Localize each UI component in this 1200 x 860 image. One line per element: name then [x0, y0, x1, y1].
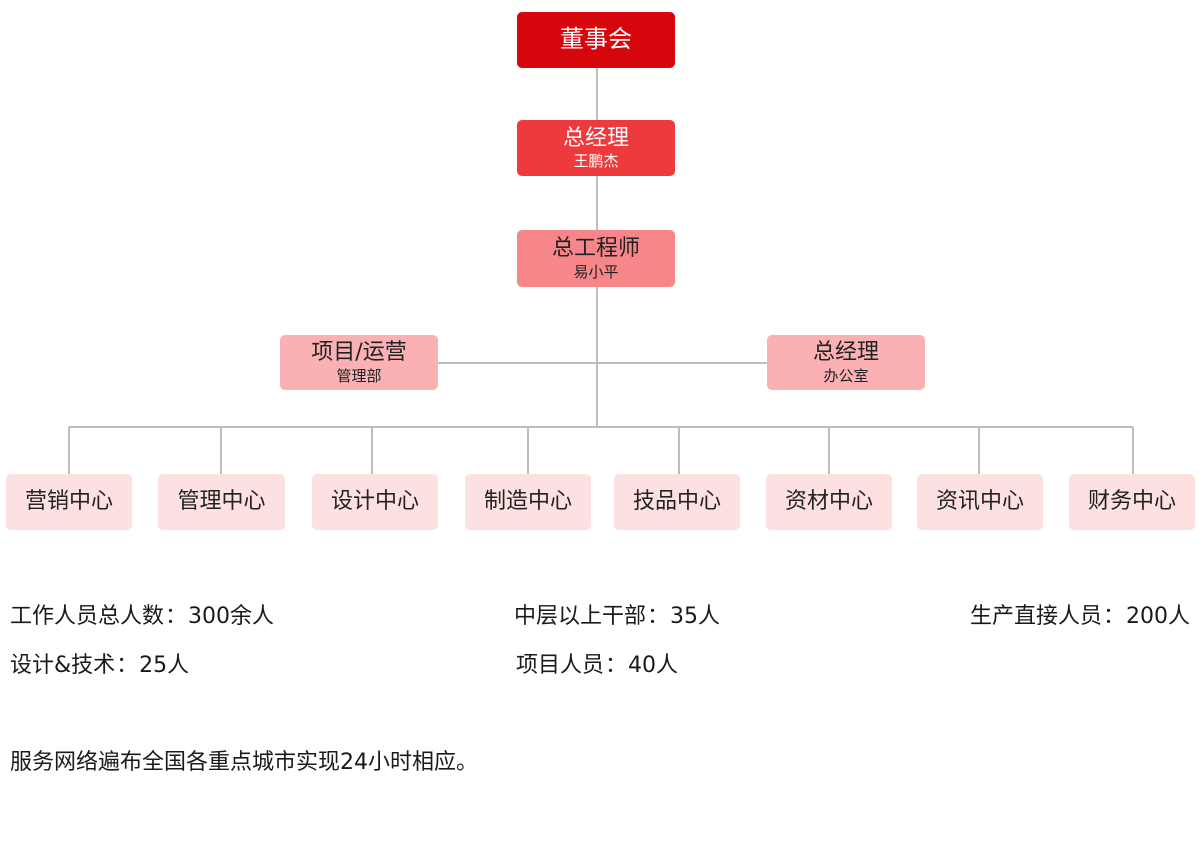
stat-value: 40人	[628, 653, 679, 678]
stat-colon: ：	[116, 653, 139, 678]
project-operation-dept-title: 项目/运营	[311, 340, 407, 366]
gm-office-sub: 办公室	[823, 366, 869, 385]
center-label: 制造中心	[483, 489, 572, 515]
stat-label: 中层以上干部	[514, 604, 647, 629]
stat-design-tech: 设计&技术：25人	[10, 647, 189, 679]
stat-value: 35人	[670, 604, 721, 629]
stat-label: 项目人员	[516, 653, 605, 678]
board-title: 董事会	[560, 25, 632, 54]
center-label: 营销中心	[24, 489, 113, 515]
center-label: 资材中心	[784, 489, 873, 515]
center-label: 财务中心	[1087, 489, 1176, 515]
center-label: 资讯中心	[935, 489, 1024, 515]
stat-colon: ：	[1102, 604, 1125, 629]
center-label: 管理中心	[177, 489, 266, 515]
stat-label: 设计&技术	[10, 653, 116, 678]
service-note: 服务网络遍布全国各重点城市实现24小时相应。	[10, 750, 478, 775]
center-node-design: 设计中心	[312, 474, 438, 530]
center-node-technical-quality: 技品中心	[614, 474, 740, 530]
stat-colon: ：	[605, 653, 628, 678]
gm-office-node: 总经理 办公室	[767, 335, 925, 390]
project-operation-dept-sub: 管理部	[336, 366, 382, 385]
stat-total-staff: 工作人员总人数：300余人	[10, 598, 274, 630]
board-node: 董事会	[517, 12, 675, 68]
stat-value: 25人	[139, 653, 190, 678]
stat-label: 生产直接人员	[969, 604, 1102, 629]
center-node-materials: 资材中心	[766, 474, 892, 530]
project-operation-dept-node: 项目/运营 管理部	[280, 335, 438, 390]
stat-project-staff: 项目人员：40人	[516, 647, 678, 679]
stat-value: 200人	[1126, 604, 1190, 629]
general-manager-title: 总经理	[562, 125, 629, 151]
stat-label: 工作人员总人数	[10, 604, 165, 629]
gm-office-title: 总经理	[812, 340, 879, 366]
center-node-management: 管理中心	[158, 474, 285, 530]
chief-engineer-name: 易小平	[573, 262, 619, 281]
stat-production-staff: 生产直接人员：200人	[970, 598, 1190, 630]
chief-engineer-title: 总工程师	[551, 236, 640, 262]
stat-middle-managers: 中层以上干部：35人	[514, 598, 720, 630]
center-node-marketing: 营销中心	[6, 474, 132, 530]
center-node-information: 资讯中心	[917, 474, 1043, 530]
center-label: 设计中心	[330, 489, 419, 515]
center-node-manufacturing: 制造中心	[465, 474, 591, 530]
stat-colon: ：	[647, 604, 670, 629]
center-node-finance: 财务中心	[1069, 474, 1195, 530]
general-manager-node: 总经理 王鹏杰	[517, 120, 675, 176]
stat-colon: ：	[165, 604, 188, 629]
stat-value: 300余人	[188, 604, 275, 629]
chief-engineer-node: 总工程师 易小平	[517, 230, 675, 287]
general-manager-name: 王鹏杰	[573, 152, 619, 171]
center-label: 技品中心	[632, 489, 721, 515]
